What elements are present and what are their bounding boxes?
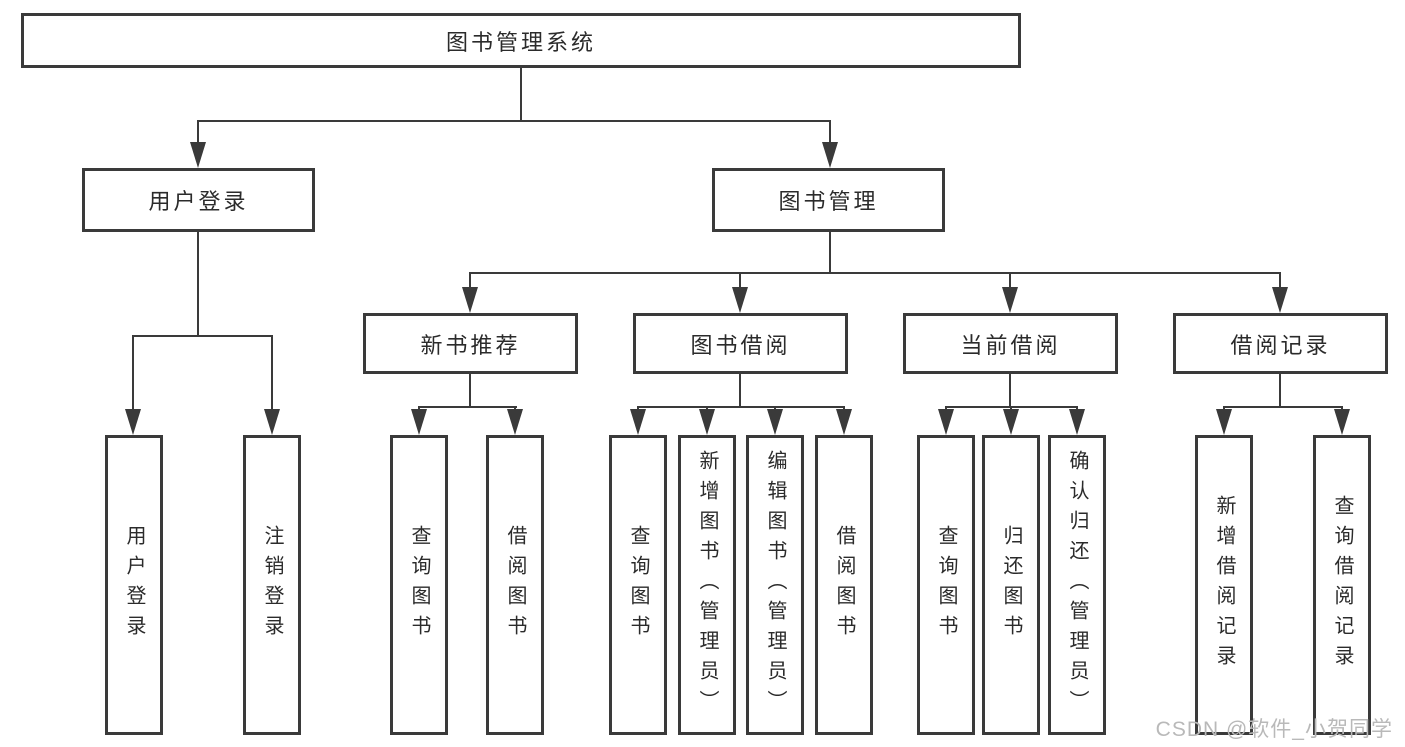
leaf-records-query-record-label: 查询借阅记录 <box>1331 495 1353 675</box>
node-book-management-label: 图书管理 <box>778 189 879 214</box>
connector-arrow-icon <box>462 287 478 313</box>
node-user-login: 用户登录 <box>82 168 315 232</box>
connector-arrow-icon <box>190 142 206 168</box>
leaf-current-confirm-return-admin: 确认归还（管理员） <box>1048 435 1106 735</box>
connector-arrow-icon <box>411 409 427 435</box>
leaf-current-confirm-return-admin-label: 确认归还（管理员） <box>1066 450 1088 720</box>
connector-line <box>1223 406 1343 408</box>
node-root-label: 图书管理系统 <box>445 29 596 55</box>
node-root-system: 图书管理系统 <box>21 13 1021 68</box>
leaf-borrow-query-books-label: 查询图书 <box>627 525 649 645</box>
connector-arrow-icon <box>1003 409 1019 435</box>
leaf-current-query-books: 查询图书 <box>917 435 975 735</box>
connector-line <box>469 374 471 408</box>
connector-line <box>132 335 134 413</box>
connector-line <box>829 232 831 274</box>
leaf-recommend-borrow-books-label: 借阅图书 <box>504 525 526 645</box>
leaf-borrow-add-books-admin: 新增图书（管理员） <box>678 435 736 735</box>
node-book-management: 图书管理 <box>712 168 945 232</box>
leaf-current-query-books-label: 查询图书 <box>935 525 957 645</box>
leaf-records-query-record: 查询借阅记录 <box>1313 435 1371 735</box>
leaf-logout: 注销登录 <box>243 435 301 735</box>
leaf-records-add-record-label: 新增借阅记录 <box>1213 495 1235 675</box>
connector-line <box>520 68 522 120</box>
connector-line <box>132 335 273 337</box>
connector-arrow-icon <box>1002 287 1018 313</box>
connector-line <box>469 272 471 292</box>
node-current-borrowing-label: 当前借阅 <box>960 332 1061 358</box>
connector-arrow-icon <box>732 287 748 313</box>
leaf-user-login: 用户登录 <box>105 435 163 735</box>
node-borrowing-records: 借阅记录 <box>1173 313 1388 374</box>
connector-arrow-icon <box>938 409 954 435</box>
connector-line <box>1279 374 1281 408</box>
connector-line <box>469 272 1281 274</box>
leaf-recommend-query-books-label: 查询图书 <box>408 525 430 645</box>
leaf-borrow-edit-books-admin: 编辑图书（管理员） <box>746 435 804 735</box>
node-new-book-recommend-label: 新书推荐 <box>420 332 521 358</box>
connector-line <box>1009 272 1011 292</box>
connector-arrow-icon <box>264 409 280 435</box>
leaf-recommend-query-books: 查询图书 <box>390 435 448 735</box>
connector-line <box>197 232 199 337</box>
node-new-book-recommend: 新书推荐 <box>363 313 578 374</box>
connector-line <box>197 120 199 150</box>
connector-line <box>1009 374 1011 408</box>
leaf-borrow-query-books: 查询图书 <box>609 435 667 735</box>
connector-arrow-icon <box>1334 409 1350 435</box>
leaf-logout-label: 注销登录 <box>261 525 283 645</box>
connector-arrow-icon <box>507 409 523 435</box>
csdn-watermark: CSDN @软件_小贺同学 <box>1155 718 1393 741</box>
connector-line <box>739 374 741 408</box>
connector-arrow-icon <box>1069 409 1085 435</box>
leaf-user-login-label: 用户登录 <box>123 525 145 645</box>
node-book-borrowing: 图书借阅 <box>633 313 848 374</box>
node-borrowing-records-label: 借阅记录 <box>1230 332 1331 358</box>
connector-arrow-icon <box>836 409 852 435</box>
connector-line <box>197 120 831 122</box>
connector-arrow-icon <box>125 409 141 435</box>
node-user-login-label: 用户登录 <box>148 189 249 214</box>
leaf-current-return-books-label: 归还图书 <box>1000 525 1022 645</box>
connector-arrow-icon <box>630 409 646 435</box>
leaf-borrow-borrow-books: 借阅图书 <box>815 435 873 735</box>
connector-line <box>418 406 517 408</box>
connector-arrow-icon <box>1216 409 1232 435</box>
connector-line <box>1279 272 1281 292</box>
connector-line <box>739 272 741 292</box>
leaf-current-return-books: 归还图书 <box>982 435 1040 735</box>
leaf-borrow-add-books-admin-label: 新增图书（管理员） <box>696 450 718 720</box>
leaf-borrow-edit-books-admin-label: 编辑图书（管理员） <box>764 450 786 720</box>
connector-arrow-icon <box>699 409 715 435</box>
leaf-records-add-record: 新增借阅记录 <box>1195 435 1253 735</box>
node-current-borrowing: 当前借阅 <box>903 313 1118 374</box>
connector-line <box>637 406 845 408</box>
leaf-recommend-borrow-books: 借阅图书 <box>486 435 544 735</box>
connector-line <box>829 120 831 150</box>
connector-arrow-icon <box>767 409 783 435</box>
leaf-borrow-borrow-books-label: 借阅图书 <box>833 525 855 645</box>
connector-arrow-icon <box>822 142 838 168</box>
connector-arrow-icon <box>1272 287 1288 313</box>
node-book-borrowing-label: 图书借阅 <box>690 332 791 358</box>
connector-line <box>271 335 273 413</box>
